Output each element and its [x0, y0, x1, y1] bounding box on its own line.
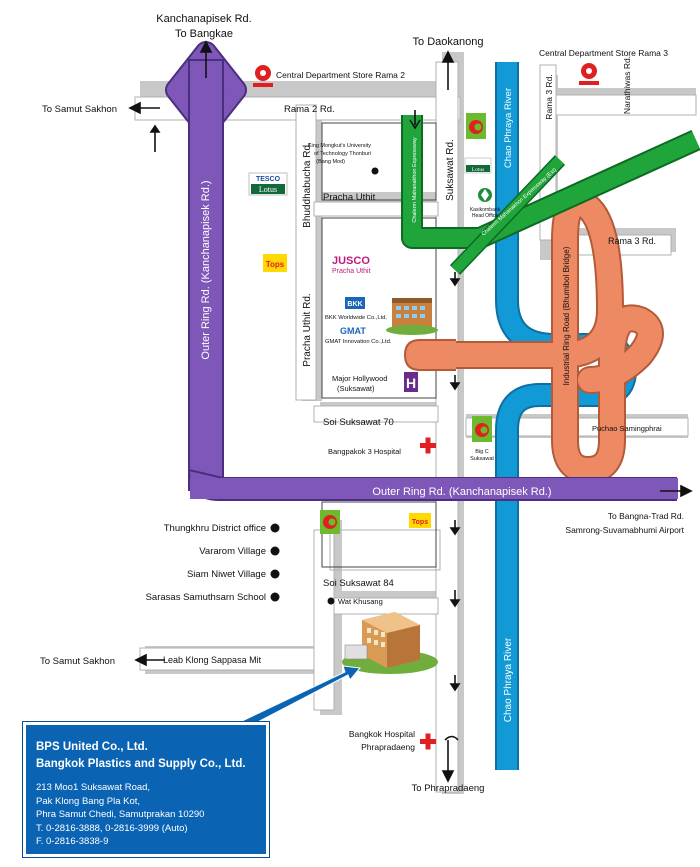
- central-rama3-label: Central Department Store Rama 3: [539, 48, 668, 58]
- tops-logo: Tops: [263, 254, 287, 272]
- kmutt-line1: King Mongkut's University: [308, 143, 371, 149]
- hospital-cross-icon: [420, 437, 436, 454]
- svg-text:Lotus: Lotus: [472, 167, 485, 173]
- outer-ring-road: [165, 41, 678, 501]
- chalerm-expressway-label: Chalerm Mahanakhon Expressway: [412, 137, 418, 223]
- to-bangkae-label: To Bangkae: [175, 28, 233, 40]
- svg-text:BKK: BKK: [347, 301, 362, 308]
- bps-factory-building-icon: [342, 612, 438, 674]
- kasikorn-line2: Head Office: [472, 213, 499, 219]
- outer-ring-horizontal-label: Outer Ring Rd. (Kanchanapisek Rd.): [372, 486, 551, 498]
- big-c-line2: Suksawat: [470, 456, 494, 462]
- tesco-lotus-logo: TESCO Lotus: [248, 172, 288, 196]
- rama2-rd-label: Rama 2 Rd.: [284, 104, 335, 115]
- big-c-logo: [320, 510, 340, 534]
- kmutt-line2: of Technology Thonburi: [314, 151, 371, 157]
- svg-text:Tops: Tops: [266, 260, 285, 269]
- to-phrapradaeng-label: To Phrapradaeng: [412, 783, 485, 794]
- to-bangna-label: To Bangna-Trad Rd.: [608, 511, 684, 521]
- chao-phraya-bottom-label: Chao Phraya River: [503, 637, 514, 722]
- leab-klong-label: Leab Klong Sappasa Mit: [163, 655, 262, 665]
- svg-text:Tops: Tops: [412, 519, 428, 526]
- jusco-logo: JUSCO Pracha Uthit: [332, 255, 371, 275]
- address-line: 213 Moo1 Suksawat Road,: [36, 782, 151, 793]
- tesco-lotus-logo: Lotus: [464, 157, 492, 174]
- pracha-uthit-rd-label: Pracha Uthit Rd.: [302, 293, 313, 366]
- industrial-ring-label: Industrial Ring Road (Bhumibol Bridge): [562, 246, 571, 385]
- direction-arrows: [128, 40, 693, 783]
- wat-khusang-label: Wat Khusang: [338, 597, 383, 606]
- kasikorn-line1: Kasikornbank: [470, 207, 501, 213]
- landmark-siam-niwet: Siam Niwet Village: [187, 569, 266, 580]
- samrong-label: Samrong-Suvamabhumi Airport: [565, 525, 684, 535]
- svg-text:JUSCO: JUSCO: [332, 255, 370, 267]
- svg-text:H: H: [406, 375, 416, 391]
- soi-suksawat-84-label: Soi Suksawat 84: [323, 578, 394, 589]
- address-line: Phra Samut Chedi, Samutprakan 10290: [36, 809, 205, 820]
- landmark-dots: [270, 167, 379, 605]
- company-name-1: BPS United Co., Ltd.: [36, 741, 148, 753]
- major-hollywood-line1: Major Hollywood: [332, 374, 387, 383]
- phone-line: T. 0-2816-3888, 0-2816-3999 (Auto): [36, 822, 188, 834]
- svg-text:Lotus: Lotus: [259, 185, 277, 194]
- building-icon: [386, 298, 438, 335]
- suksawat-rd-label: Suksawat Rd.: [445, 139, 456, 201]
- to-daokanong-label: To Daokanong: [413, 36, 484, 48]
- puchao-label: Puchao Samingphrai: [592, 424, 662, 433]
- to-samut-sakhon-bottom-label: To Samut Sakhon: [40, 656, 115, 667]
- rama3-vertical-label: Rama 3 Rd.: [544, 74, 554, 119]
- svg-text:Pracha Uthit: Pracha Uthit: [332, 268, 371, 275]
- landmark-thungkhru: Thungkhru District office: [164, 523, 266, 534]
- kanchanapisek-top-label: Kanchanapisek Rd.: [156, 13, 251, 25]
- big-c-logo: [466, 113, 486, 139]
- block-outlines: [321, 122, 437, 568]
- tops-logo: Tops: [409, 513, 431, 528]
- chao-phraya-top-label: Chao Phraya River: [503, 88, 514, 168]
- outer-ring-vertical-label: Outer Ring Rd. (Kanchanapisek Rd.): [200, 180, 212, 359]
- central-rama2-logo: [253, 65, 273, 87]
- bkk-logo: BKK: [345, 297, 365, 309]
- central-rama2-label: Central Department Store Rama 2: [276, 70, 405, 80]
- svg-text:TESCO: TESCO: [256, 176, 281, 183]
- fax-line: F. 0-2816-3838-9: [36, 836, 109, 847]
- to-samut-sakhon-top-label: To Samut Sakhon: [42, 104, 117, 115]
- major-hollywood-logo: H: [404, 372, 418, 392]
- gmat-logo: GMAT: [340, 326, 366, 336]
- narathiwas-label: Narathiwas Rd.: [622, 56, 632, 114]
- bangkok-hospital-line2: Phrapradaeng: [361, 742, 415, 752]
- industrial-ring-road: [403, 189, 664, 484]
- central-rama3-logo: [579, 63, 599, 85]
- company-address: 213 Moo1 Suksawat Road, Pak Klong Bang P…: [36, 781, 256, 849]
- bangkok-hospital-line1: Bangkok Hospital: [349, 729, 415, 739]
- pracha-uthit-label: Pracha Uthit: [323, 192, 376, 203]
- company-info-box: BPS United Co., Ltd. Bangkok Plastics an…: [22, 721, 270, 858]
- svg-text:GMAT: GMAT: [340, 326, 366, 336]
- kmutt-line3: (Bang Mod): [316, 159, 345, 165]
- bkk-worldwide-label: BKK Worldwide Co.,Ltd.: [325, 315, 387, 321]
- hospital-cross-icon: [420, 733, 436, 750]
- chalerm-mahanakhon-expressway: [401, 115, 700, 275]
- bangpakok3-label: Bangpakok 3 Hospital: [328, 447, 401, 456]
- landmark-vararom: Vararom Village: [199, 546, 266, 557]
- location-pointer-arrow: [238, 665, 361, 728]
- bhuddhabucha-label: Bhuddhabucha Rd.: [302, 142, 313, 228]
- major-hollywood-line2: (Suksawat): [337, 384, 375, 393]
- gmat-label: GMAT Innovation Co.,Ltd.: [325, 339, 392, 345]
- rama3-rd-label: Rama 3 Rd.: [608, 236, 656, 246]
- company-name-2: Bangkok Plastics and Supply Co., Ltd.: [36, 758, 246, 770]
- soi-suksawat-70-label: Soi Suksawat 70: [323, 417, 394, 428]
- big-c-logo: [472, 416, 492, 442]
- kasikornbank-logo: [478, 188, 492, 202]
- address-line: Pak Klong Bang Pla Kot,: [36, 795, 141, 807]
- big-c-line1: Big C: [475, 449, 488, 455]
- landmark-sarasas: Sarasas Samuthsarn School: [146, 592, 266, 603]
